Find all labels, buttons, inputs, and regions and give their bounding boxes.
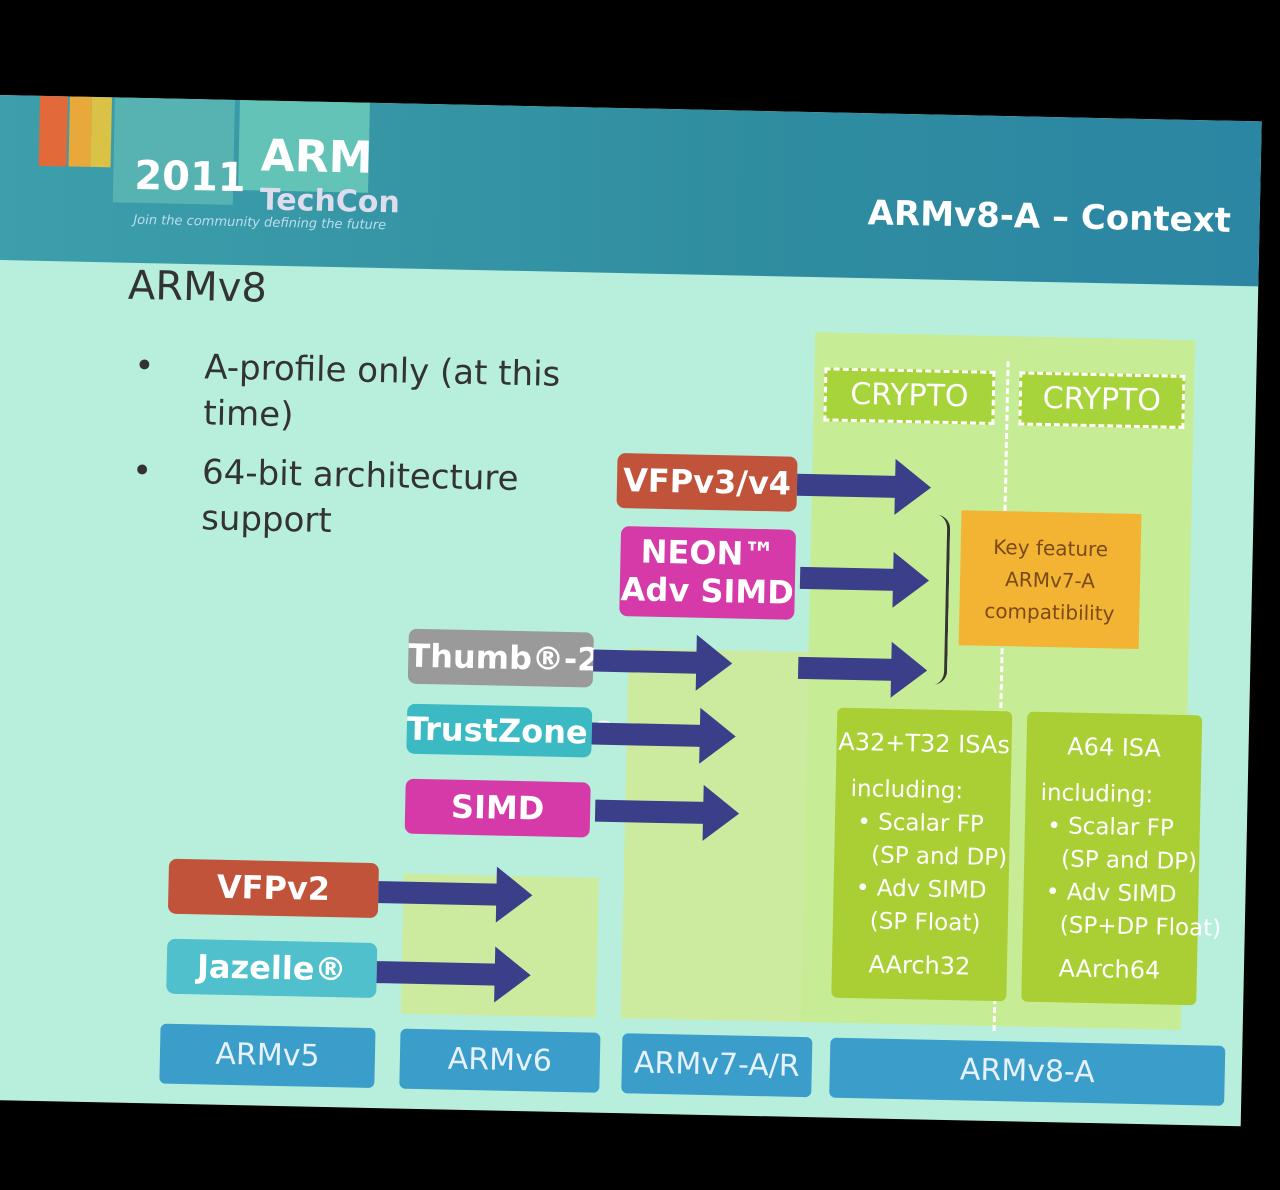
arch-armv7: ARMv7-A/R bbox=[621, 1033, 813, 1098]
aarch32-details: including: • Scalar FP (SP and DP) • Adv… bbox=[847, 775, 1008, 937]
feature-neon: NEON™ Adv SIMD bbox=[619, 526, 797, 620]
arm-logo: ARM bbox=[260, 130, 374, 184]
event-name: TechCon bbox=[259, 182, 401, 221]
presentation-slide: 2011 ARM TechCon Join the community defi… bbox=[0, 95, 1262, 1127]
feature-simd: SIMD bbox=[404, 778, 591, 838]
arch-armv6: ARMv6 bbox=[399, 1028, 601, 1093]
decor-stripe bbox=[38, 95, 68, 167]
aarch64-details: including: • Scalar FP (SP and DP) • Adv… bbox=[1037, 779, 1222, 942]
key-feature-box: Key feature ARMv7-A compatibility bbox=[958, 510, 1142, 649]
bullet-text: 64-bit architecture support bbox=[200, 452, 519, 542]
feature-jazelle: Jazelle® bbox=[166, 938, 378, 999]
decor-stripe bbox=[90, 96, 112, 168]
arrow-icon bbox=[378, 881, 499, 906]
feature-thumb2: Thumb®-2 bbox=[407, 628, 600, 688]
arrow-icon bbox=[376, 961, 497, 986]
event-year: 2011 bbox=[133, 152, 247, 202]
decor-stripe bbox=[68, 96, 92, 167]
arrow-icon bbox=[799, 566, 896, 591]
slide-title: ARMv8-A – Context bbox=[867, 193, 1232, 241]
arrow-icon bbox=[593, 649, 699, 674]
bullet-dot: • bbox=[133, 345, 155, 387]
feature-vfpv2: VFPv2 bbox=[167, 858, 379, 919]
brace-icon bbox=[927, 514, 951, 685]
bullet-dot: • bbox=[131, 450, 153, 492]
arrow-icon bbox=[797, 656, 894, 681]
aarch64-label: AArch64 bbox=[1058, 954, 1161, 985]
feature-vfpv3: VFPv3/v4 bbox=[616, 453, 798, 512]
aarch64-box: A64 ISA including: • Scalar FP (SP and D… bbox=[1021, 711, 1221, 1006]
arrow-icon bbox=[591, 722, 702, 747]
content-title: ARMv8 bbox=[127, 262, 268, 312]
aarch32-heading: A32+T32 ISAs bbox=[838, 727, 1011, 760]
bullet-text: A-profile only (at this time) bbox=[202, 347, 561, 436]
feature-trustzone: TrustZone® bbox=[406, 703, 620, 758]
aarch32-box: A32+T32 ISAs including: • Scalar FP (SP … bbox=[831, 707, 1013, 1002]
arch-armv5: ARMv5 bbox=[159, 1023, 376, 1089]
crypto-aarch64: CRYPTO bbox=[1018, 371, 1186, 429]
aarch64-heading: A64 ISA bbox=[1066, 732, 1162, 763]
arch-armv8: ARMv8-A bbox=[829, 1037, 1226, 1106]
arrow-icon bbox=[594, 799, 706, 824]
crypto-aarch32: CRYPTO bbox=[823, 367, 996, 425]
aarch32-label: AArch32 bbox=[868, 950, 971, 981]
arrow-icon bbox=[796, 473, 898, 498]
